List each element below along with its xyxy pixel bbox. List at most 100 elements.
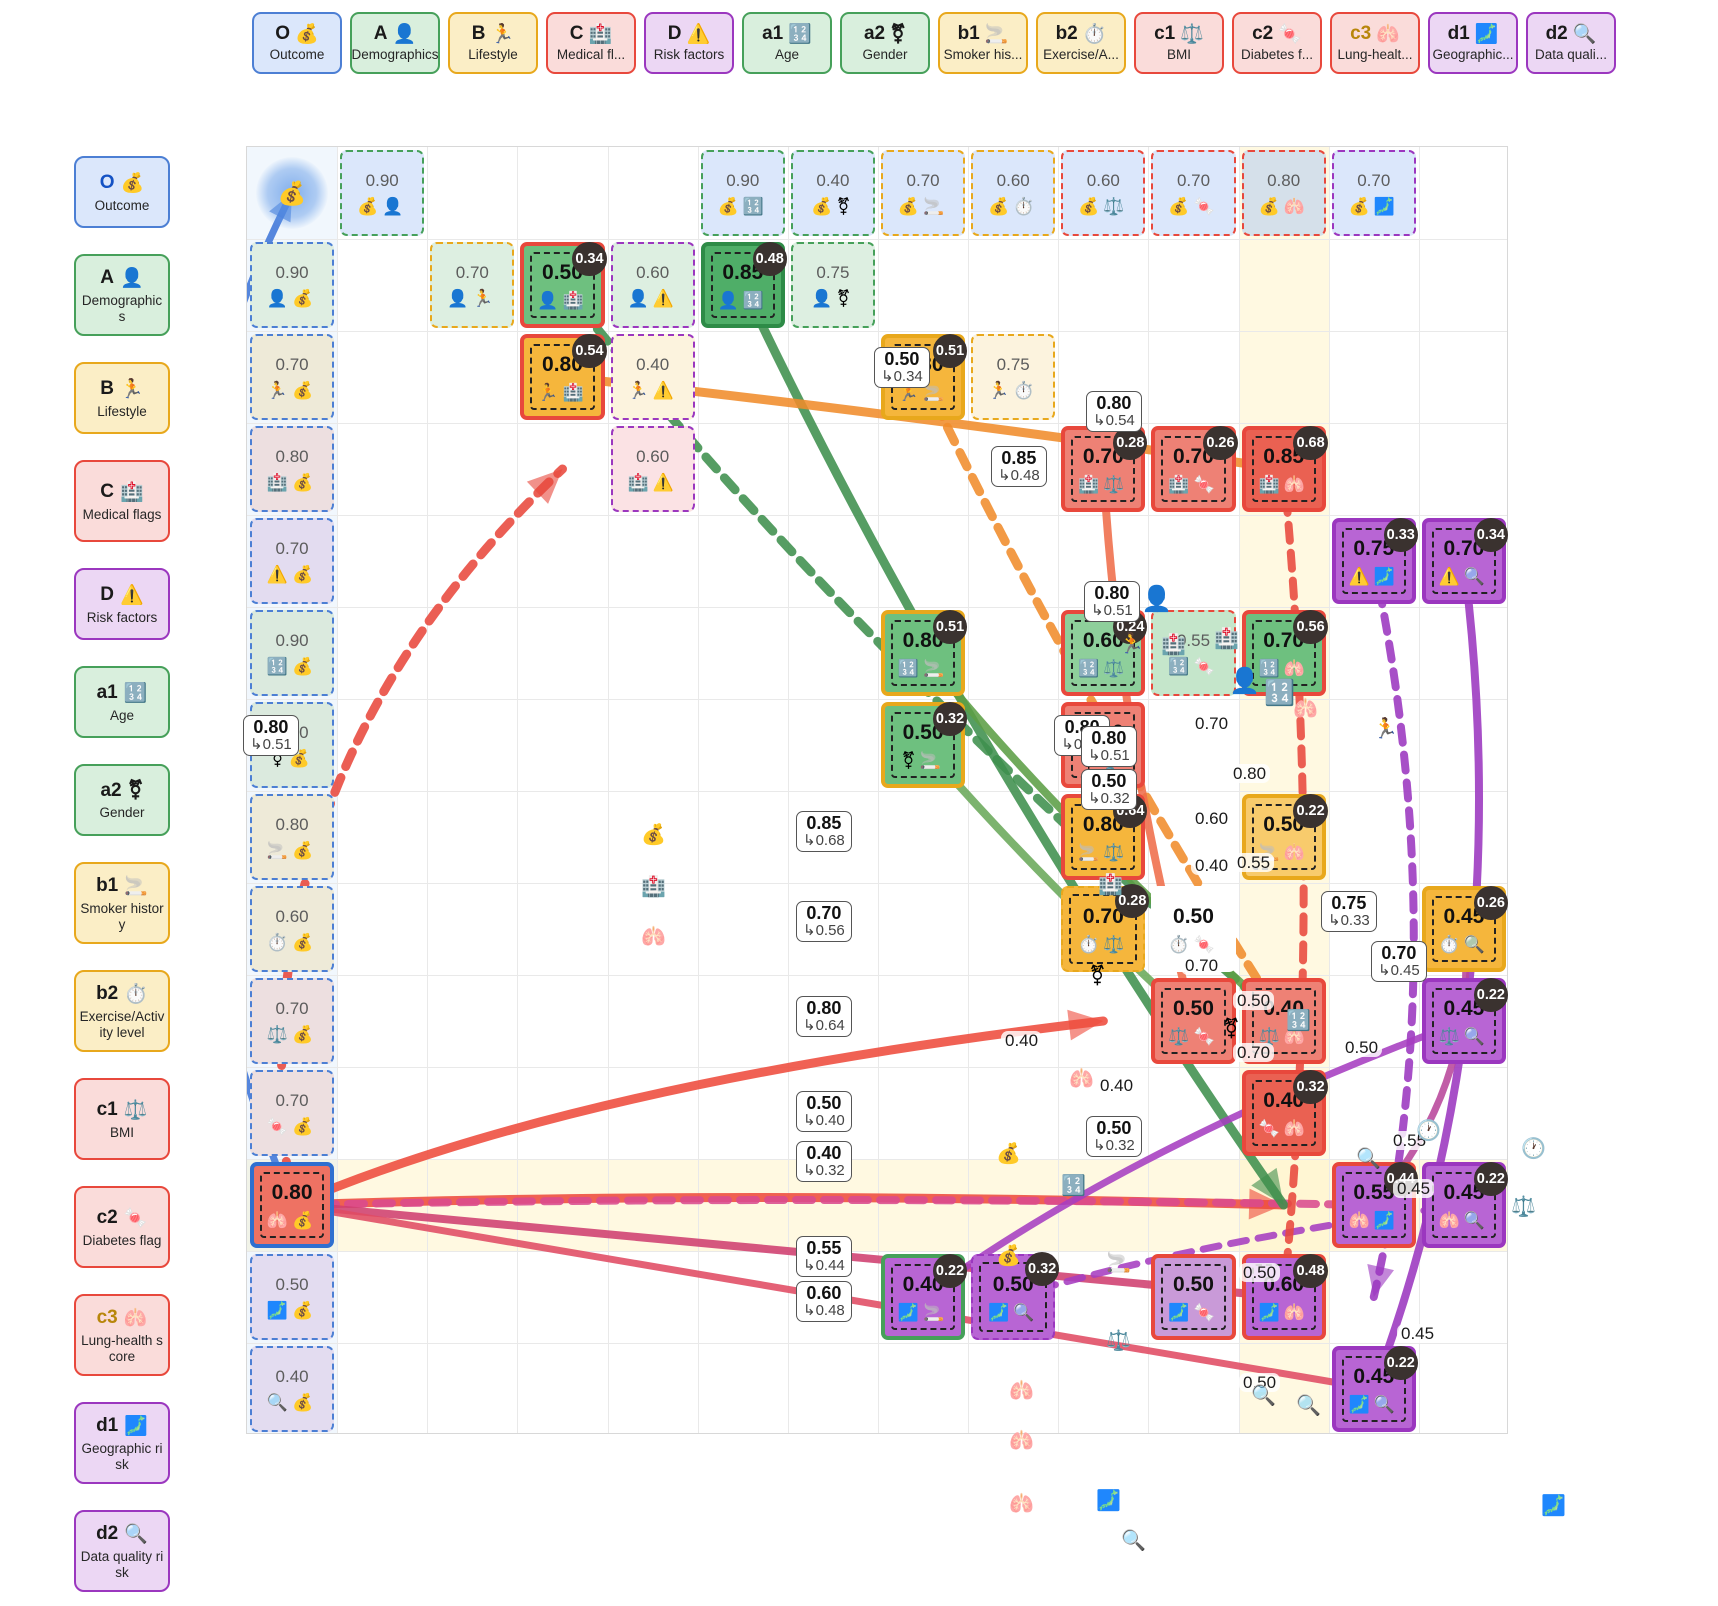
matrix-cell-b1-O[interactable]: 0.80🚬💰 xyxy=(250,794,335,880)
legend-chip-b2[interactable]: b2⏱️Exercise/A... xyxy=(1036,12,1126,74)
matrix-cell-O-a1[interactable]: 0.90💰🔢 xyxy=(700,150,785,236)
matrix-cell-a1-b1[interactable]: 0.80🔢🚬0.51 xyxy=(881,610,968,696)
matrix-cell-b2-d2[interactable]: 0.45⏱️🔍0.26 xyxy=(1421,886,1508,972)
matrix-cell-d2-O[interactable]: 0.40🔍💰 xyxy=(250,1346,335,1432)
sidebar-item-c1[interactable]: c1⚖️BMI xyxy=(74,1078,170,1160)
sidebar-item-a1[interactable]: a1🔢Age xyxy=(74,666,170,738)
cell-icon-pair: 👤🔢 xyxy=(717,290,768,310)
legend-chip-d1[interactable]: d1🗾Geographic... xyxy=(1428,12,1518,74)
cell-icon-pair: 👤💰 xyxy=(266,288,318,308)
sidebar-item-a2[interactable]: a2⚧Gender xyxy=(74,764,170,836)
matrix-cell-B-D[interactable]: 0.40🏃⚠️ xyxy=(610,334,695,420)
sidebar-item-d1[interactable]: d1🗾Geographic risk xyxy=(74,1402,170,1484)
sidebar-item-d2[interactable]: d2🔍Data quality risk xyxy=(74,1510,170,1592)
matrix-cell-a1-c1[interactable]: 0.60🔢⚖️0.24 xyxy=(1061,610,1148,696)
edge-marker-icon: 🫁 xyxy=(1293,698,1318,720)
legend-chip-c1[interactable]: c1⚖️BMI xyxy=(1134,12,1224,74)
matrix-cell-O-b1[interactable]: 0.70💰🚬 xyxy=(881,150,966,236)
legend-chip-D[interactable]: D⚠️Risk factors xyxy=(644,12,734,74)
legend-chip-c3[interactable]: c3🫁Lung-healt... xyxy=(1330,12,1420,74)
matrix-cell-O-b2[interactable]: 0.60💰⏱️ xyxy=(971,150,1056,236)
edge-value-label: 0.80↳0.54 xyxy=(1086,391,1142,432)
matrix-cell-d1-b1[interactable]: 0.40🗾🚬0.22 xyxy=(881,1254,968,1340)
matrix-cell-O-d1[interactable]: 0.70💰🗾 xyxy=(1331,150,1416,236)
legend-chip-B[interactable]: B🏃Lifestyle xyxy=(448,12,538,74)
sidebar-item-D[interactable]: D⚠️Risk factors xyxy=(74,568,170,640)
matrix-cell-b2-c2[interactable]: 0.50⏱️🍬 xyxy=(1151,886,1236,972)
matrix-cell-C-c1[interactable]: 0.70🏥⚖️0.28 xyxy=(1061,426,1148,512)
matrix-cell-c2-O[interactable]: 0.70🍬💰 xyxy=(250,1070,335,1156)
sidebar-item-B[interactable]: B🏃Lifestyle xyxy=(74,362,170,434)
legend-chip-b1[interactable]: b1🚬Smoker his... xyxy=(938,12,1028,74)
cell-icon-pair: 🍬🫁 xyxy=(1258,1118,1309,1138)
cell-icon-pair: ⚠️💰 xyxy=(266,564,318,584)
sidebar-item-b1[interactable]: b1🚬Smoker history xyxy=(74,862,170,944)
matrix-cell-A-C[interactable]: 0.50👤🏥0.34 xyxy=(520,242,607,328)
matrix-cell-a2-b1[interactable]: 0.50⚧🚬0.32 xyxy=(881,702,968,788)
matrix-cell-A-O[interactable]: 0.90👤💰 xyxy=(250,242,335,328)
cell-icon-pair: 💰⏱️ xyxy=(988,196,1039,216)
matrix-cell-d2-d1[interactable]: 0.45🗾🔍0.22 xyxy=(1331,1346,1418,1432)
legend-chip-O[interactable]: O💰Outcome xyxy=(252,12,342,74)
sidebar-item-A[interactable]: A👤Demographics xyxy=(74,254,170,336)
matrix-cell-b2-O[interactable]: 0.60⏱️💰 xyxy=(250,886,335,972)
legend-chip-a1[interactable]: a1🔢Age xyxy=(742,12,832,74)
correlation-matrix[interactable]: 0.90💰👤0.90💰🔢0.40💰⚧0.70💰🚬0.60💰⏱️0.60💰⚖️0.… xyxy=(243,146,1566,1551)
matrix-cell-d1-O[interactable]: 0.50🗾💰 xyxy=(250,1254,335,1340)
edge-label-primary: 0.70 xyxy=(1381,943,1417,963)
sidebar-item-c3[interactable]: c3🫁Lung-health score xyxy=(74,1294,170,1376)
matrix-cell-O-c2[interactable]: 0.70💰🍬 xyxy=(1151,150,1236,236)
matrix-cell-C-c2[interactable]: 0.70🏥🍬0.26 xyxy=(1151,426,1238,512)
legend-chip-C[interactable]: C🏥Medical fl... xyxy=(546,12,636,74)
focus-node-halo[interactable]: 💰 xyxy=(256,157,329,229)
sidebar-item-label: BMI xyxy=(109,1124,134,1140)
matrix-cell-d1-c2[interactable]: 0.50🗾🍬 xyxy=(1151,1254,1236,1340)
cell-value: 0.70 xyxy=(1082,904,1124,928)
sidebar-item-c2[interactable]: c2🍬Diabetes flag xyxy=(74,1186,170,1268)
matrix-cell-C-D[interactable]: 0.60🏥⚠️ xyxy=(610,426,695,512)
matrix-cell-B-b2[interactable]: 0.75🏃⏱️ xyxy=(971,334,1056,420)
matrix-cell-D-d1[interactable]: 0.75⚠️🗾0.33 xyxy=(1331,518,1418,604)
edge-value-label: 0.70↳0.45 xyxy=(1371,941,1427,982)
matrix-cell-D-d2[interactable]: 0.70⚠️🔍0.34 xyxy=(1421,518,1508,604)
matrix-cell-a1-c2[interactable]: 0.55🔢🍬 xyxy=(1151,610,1236,696)
matrix-cell-a1-O[interactable]: 0.90🔢💰 xyxy=(250,610,335,696)
legend-chip-A[interactable]: A👤Demographics xyxy=(350,12,440,74)
cell-icon-pair: 🗾🫁 xyxy=(1258,1302,1309,1322)
matrix-cell-c1-O[interactable]: 0.70⚖️💰 xyxy=(250,978,335,1064)
legend-chip-a2[interactable]: a2⚧Gender xyxy=(840,12,930,74)
cell-icon-pair: 👤🏥 xyxy=(537,290,588,310)
matrix-cell-D-O[interactable]: 0.70⚠️💰 xyxy=(250,518,335,604)
matrix-cell-C-c3[interactable]: 0.85🏥🫁0.68 xyxy=(1241,426,1328,512)
legend-chip-c2[interactable]: c2🍬Diabetes f... xyxy=(1232,12,1322,74)
matrix-cell-B-O[interactable]: 0.70🏃💰 xyxy=(250,334,335,420)
matrix-cells[interactable]: 0.90💰👤0.90💰🔢0.40💰⚧0.70💰🚬0.60💰⏱️0.60💰⚖️0.… xyxy=(243,147,1566,1551)
cell-value: 0.70 xyxy=(275,998,309,1018)
matrix-cell-c1-d2[interactable]: 0.45⚖️🔍0.22 xyxy=(1421,978,1508,1064)
cell-value: 0.70 xyxy=(906,170,940,190)
matrix-cell-a1-c3[interactable]: 0.70🔢🫁0.56 xyxy=(1241,610,1328,696)
cell-icon-pair: 💰⚖️ xyxy=(1078,196,1129,216)
matrix-cell-c3-d2[interactable]: 0.45🫁🔍0.22 xyxy=(1421,1162,1508,1248)
legend-chip-d2[interactable]: d2🔍Data quali... xyxy=(1526,12,1616,74)
matrix-cell-O-c1[interactable]: 0.60💰⚖️ xyxy=(1061,150,1146,236)
cell-icon-pair: 👤🏃 xyxy=(447,288,498,308)
matrix-cell-A-B[interactable]: 0.70👤🏃 xyxy=(430,242,515,328)
matrix-cell-A-D[interactable]: 0.60👤⚠️ xyxy=(610,242,695,328)
matrix-cell-b2-c1[interactable]: 0.70⏱️⚖️0.28 xyxy=(1061,884,1150,972)
matrix-cell-A-a1[interactable]: 0.85👤🔢0.48 xyxy=(700,242,787,328)
matrix-cell-A-a2[interactable]: 0.75👤⚧ xyxy=(790,242,875,328)
matrix-cell-O-a2[interactable]: 0.40💰⚧ xyxy=(790,150,875,236)
sidebar-item-C[interactable]: C🏥Medical flags xyxy=(74,460,170,542)
matrix-cell-c3-d1[interactable]: 0.55🫁🗾0.44 xyxy=(1331,1162,1418,1248)
matrix-cell-C-O[interactable]: 0.80🏥💰 xyxy=(250,426,335,512)
edge-weight-text: 0.55 xyxy=(1393,1131,1427,1150)
legend-code-text: O xyxy=(275,23,291,45)
matrix-cell-B-C[interactable]: 0.80🏃🏥0.54 xyxy=(520,334,607,420)
matrix-cell-c2-c3[interactable]: 0.40🍬🫁0.32 xyxy=(1241,1070,1328,1156)
matrix-cell-O-A[interactable]: 0.90💰👤 xyxy=(340,150,425,236)
sidebar-item-O[interactable]: O💰Outcome xyxy=(74,156,170,228)
matrix-cell-c3-O[interactable]: 0.80🫁💰 xyxy=(250,1162,335,1248)
sidebar-item-b2[interactable]: b2⏱️Exercise/Activity level xyxy=(74,970,170,1052)
matrix-cell-O-c3[interactable]: 0.80💰🫁 xyxy=(1241,150,1326,236)
